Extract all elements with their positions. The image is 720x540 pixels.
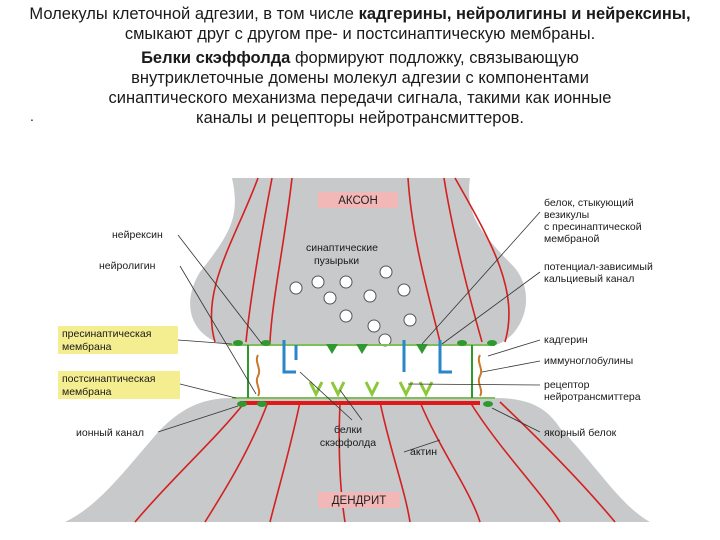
- cytoskeleton-fibers: [134, 177, 616, 523]
- ion-channel-label: ионный канал: [76, 427, 144, 439]
- docking-label-4: мембраной: [544, 233, 599, 245]
- scaffold-label-2: скэффолда: [320, 437, 376, 449]
- synaptic-vesicles: [289, 265, 417, 347]
- bullet-dot: .: [30, 108, 34, 124]
- intro-text: Молекулы клеточной адгезии, в том числе …: [0, 4, 720, 132]
- docking-label-2: везикулы: [544, 209, 589, 221]
- neurexin-label: нейрексин: [112, 229, 163, 241]
- adhesion-caps: [233, 340, 497, 407]
- dendrite-label-box: [318, 492, 400, 508]
- docking-label-3: с пресинаптической: [544, 221, 642, 233]
- anchor-label: якорный белок: [544, 427, 617, 439]
- calcium-channels: [282, 340, 452, 374]
- docking-label-1: белок, стыкующий: [544, 197, 634, 209]
- cadherin-label: кадгерин: [544, 334, 588, 346]
- axon-label-box: [318, 192, 398, 208]
- leader-lines: [157, 211, 541, 453]
- intro-paragraph-2: Белки скэффолда формируют подложку, связ…: [108, 49, 612, 127]
- docking-proteins: [326, 344, 428, 354]
- postsynaptic-box: [58, 371, 180, 399]
- intro-paragraph-1: Молекулы клеточной адгезии, в том числе …: [29, 5, 691, 43]
- presynaptic-label-1: пресинаптическая: [62, 328, 151, 340]
- presynaptic-label-2: мембрана: [62, 341, 112, 353]
- neurotransmitter-receptors: [308, 381, 434, 398]
- vesicles-label-1: синаптические: [306, 242, 378, 254]
- dendrite-label: ДЕНДРИТ: [332, 495, 387, 507]
- immunoglobulins-label: иммуноглобулины: [544, 355, 633, 367]
- receptor-label-1: рецептор: [544, 379, 590, 391]
- calcium-label-2: кальциевый канал: [544, 273, 634, 285]
- adhesion-molecules: [247, 345, 483, 398]
- receptor-label-2: нейротрансмиттера: [544, 391, 641, 403]
- axon-label: АКСОН: [338, 195, 378, 207]
- dendrite: [65, 398, 650, 522]
- neuroligin-label: нейролигин: [99, 260, 156, 272]
- scaffold-label-1: белки: [334, 424, 362, 436]
- postsynaptic-label-1: постсинаптическая: [62, 373, 156, 385]
- presynaptic-box: [58, 326, 178, 354]
- calcium-label-1: потенциал-зависимый: [544, 261, 653, 273]
- postsynaptic-label-2: мембрана: [62, 386, 112, 398]
- actin-label: актин: [410, 446, 437, 458]
- vesicles-label-2: пузырьки: [314, 255, 359, 267]
